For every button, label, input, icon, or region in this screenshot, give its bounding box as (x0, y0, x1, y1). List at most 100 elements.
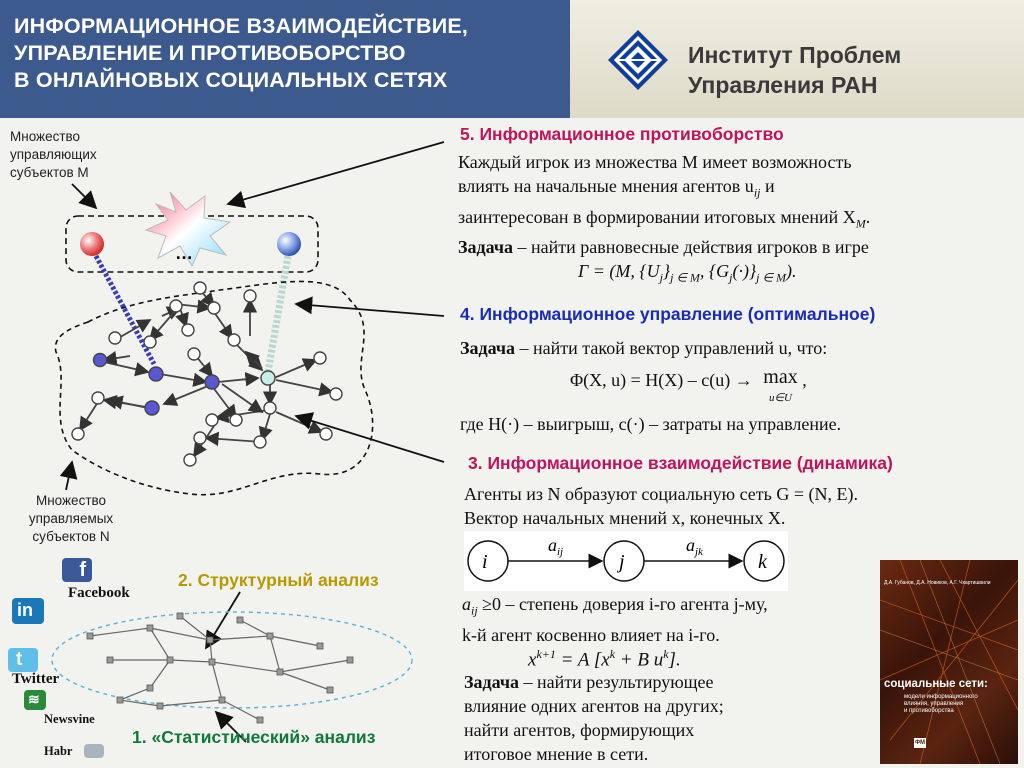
network-edges (79, 289, 334, 458)
book-title: социальные сети: (884, 678, 988, 690)
book-cover-image: Д.А. Губанов, Д.А. Новиков, А.Г. Чхартиш… (880, 560, 1018, 764)
header-title-panel: ИНФОРМАЦИОННОЕ ВЗАИМОДЕЙСТВИЕ, УПРАВЛЕНИ… (0, 0, 570, 118)
header-title-line-1: ИНФОРМАЦИОННОЕ ВЗАИМОДЕЙСТВИЕ, (14, 14, 469, 38)
s3-dynamics-formula: xk+1 = A [xk + B uk]. (528, 642, 681, 672)
section-4-text: Задача – найти такой вектор управлений u… (460, 336, 827, 360)
s5-formula-sub3: j (729, 270, 733, 285)
habr-icon (84, 744, 104, 758)
influence-beam-red (93, 254, 157, 366)
edge-a: a (686, 535, 695, 555)
influence-beam-blue (264, 255, 292, 373)
s5-line-1: Каждый игрок из множества M имеет возмож… (458, 152, 852, 172)
s4-task-word: Задача (460, 338, 516, 358)
s5-formula-d: (·)} (732, 261, 757, 282)
s3-k-line: k-й агент косвенно влияет на i-го. (462, 624, 720, 645)
s5-formula-sub2: j ∈ M (670, 270, 700, 285)
habr-label: Habr (44, 744, 73, 758)
network-diagram: … (51, 141, 445, 743)
s3-dyn-end: ]. (668, 649, 681, 671)
institute-name-line-1: Институт Проблем (688, 42, 902, 68)
section-5-text: Каждый игрок из множества M имеет возмож… (458, 150, 870, 290)
edge-sub-jk: jk (693, 546, 704, 558)
twitter-icon: t (8, 648, 38, 672)
book-authors: Д.А. Губанов, Д.А. Новиков, А.Г. Чхартиш… (884, 580, 991, 586)
s3-a-var: a (462, 594, 471, 614)
edge-a: a (548, 535, 557, 555)
s4-formula: Φ(X, u) = H(X) – c(u) → max u∈U , (570, 367, 807, 407)
controller-node-blue (277, 232, 301, 256)
chain-node-k (743, 540, 785, 582)
s5-and: и (760, 176, 775, 196)
section-5-title: 5. Информационное противоборство (460, 124, 784, 144)
s5-line-4-text: – найти равновесные действия игроков в и… (517, 237, 869, 258)
s3-dyn-sup3: k (663, 647, 669, 661)
controlled-label-line: Множество (35, 493, 107, 508)
s3-task-line-1: Задача – найти результирующее (464, 670, 724, 694)
s5-formula-a: Γ = (M, {U (578, 261, 660, 282)
chain-node-i-label: i (482, 551, 488, 573)
institute-name-line-2: Управления РАН (688, 72, 878, 98)
controllers-ellipsis: … (175, 243, 193, 263)
s5-line-3: заинтересован в формировании итоговых мн… (458, 206, 871, 231)
controlling-label-line: субъектов M (10, 165, 89, 180)
s3-dyn-sup1: k+1 (536, 647, 556, 661)
s3-task-line-4: итоговое мнение в сети. (464, 744, 649, 764)
s3-line-2: Вектор начальных мнений x, конечных X. (464, 508, 786, 528)
edge-sub-ij: ij (557, 546, 563, 558)
s3-task-line-2: влияние одних агентов на других; (464, 696, 724, 716)
section-3-title: 3. Информационное взаимодействие (динами… (468, 453, 893, 473)
s3-dyn-mid2: + B u (615, 649, 664, 671)
s3-a-line: aij ≥0 – степень доверия i-го агента j-м… (462, 592, 768, 623)
section-2-title: 2. Структурный анализ (178, 570, 379, 590)
s5-task-word: Задача (458, 237, 514, 258)
book-subtitle: модели информационного влияния, управлен… (904, 694, 978, 715)
controller-node-red (80, 232, 104, 256)
newsvine-label: Newsvine (44, 712, 95, 726)
section-1-title: 1. «Статистический» анализ (132, 727, 376, 747)
s5-x-sub: M (855, 216, 866, 231)
chain-node-j-label: j (616, 551, 625, 573)
facebook-label: Facebook (68, 585, 130, 601)
newsvine-icon: ≋ (24, 690, 46, 710)
twitter-label: Twitter (12, 671, 60, 687)
book-publisher-mark: ФМ (914, 738, 926, 748)
s3-task-text-1: – найти результирующее (523, 672, 714, 692)
institute-panel: Институт Проблем Управления РАН (570, 0, 1024, 118)
s5-formula-e: ). (785, 261, 797, 282)
s5-formula-sub1: j (659, 270, 663, 285)
controlled-label-line: управляемых (28, 511, 114, 526)
network-nodes (71, 281, 343, 467)
s4-comma: , (802, 370, 807, 390)
s5-formula-b: } (662, 261, 671, 282)
controlling-label: Множество управляющих субъектов M (10, 128, 97, 182)
header-title-line-3: В ОНЛАЙНОВЫХ СОЦИАЛЬНЫХ СЕТЯХ (14, 68, 448, 92)
s3-task-word: Задача (464, 672, 520, 692)
s3-dyn-sup2: k (609, 647, 616, 661)
pointer-arrows (59, 141, 445, 743)
section-4-title: 4. Информационное управление (оптимально… (460, 304, 876, 324)
section-3-details: aij ≥0 – степень доверия i-го агента j-м… (462, 592, 768, 647)
graph-nodes (86, 612, 354, 724)
section-3-intro: Агенты из N образуют социальную сеть G =… (464, 482, 858, 530)
s3-line-1: Агенты из N образуют социальную сеть G =… (464, 484, 859, 504)
s4-max-sub: u∈U (768, 392, 792, 404)
s5-line-2: влиять на начальные мнения агентов uij и (458, 174, 870, 205)
controlled-agents-region (54, 280, 374, 496)
institute-logo-icon (608, 30, 668, 90)
book-cover-art (880, 560, 1018, 764)
linkedin-icon: in (12, 598, 44, 624)
controlling-label-line: Множество (10, 129, 81, 144)
s3-task-line-3: найти агентов, формирующих (464, 720, 695, 740)
controlling-label-line: управляющих (10, 147, 97, 162)
s3-a-text: ≥0 – степень доверия i-го агента j-му, (477, 594, 768, 614)
chain-edge-ij-label: aij (548, 535, 563, 558)
s3-dyn-mid: = A [x (555, 649, 610, 671)
book-subtitle-line: и противоборства (904, 708, 954, 714)
s5-line-2-text: влиять на начальные мнения агентов u (458, 176, 754, 196)
section-3-task: Задача – найти результирующее влияние од… (464, 670, 724, 766)
graph-edges (89, 615, 351, 721)
book-subtitle-line: влияния, управления (904, 701, 964, 707)
book-subtitle-line: модели информационного (904, 694, 978, 700)
header-title-line-2: УПРАВЛЕНИЕ И ПРОТИВОБОРСТВО (14, 41, 406, 65)
s5-u-sub: ij (753, 185, 761, 200)
